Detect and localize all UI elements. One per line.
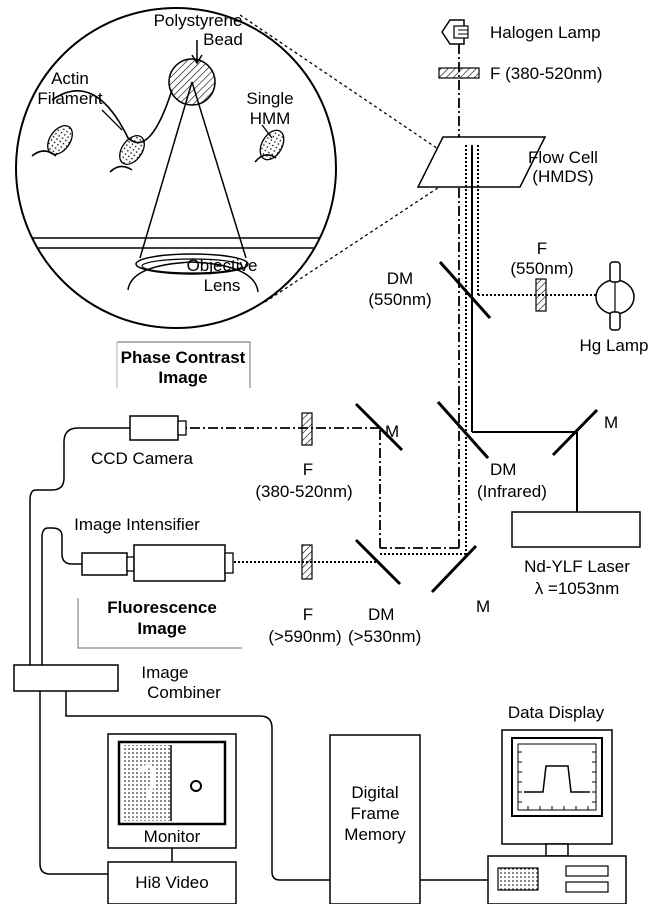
hmm-molecule	[109, 135, 145, 173]
intensifier-cable	[41, 527, 82, 665]
objective-lens-body	[127, 261, 259, 293]
hg-lamp	[595, 261, 635, 331]
dm-530	[354, 538, 402, 586]
combiner-to-memory-cable	[65, 691, 330, 881]
dfm-label-line1: Digital	[351, 783, 398, 802]
image-intensifier-label: Image Intensifier	[74, 515, 200, 534]
mirror-phase	[354, 402, 404, 452]
dm-infrared	[436, 401, 490, 459]
hi8-video-label: Hi8 Video	[135, 873, 208, 892]
flow-cell	[416, 136, 547, 188]
mirror-lower	[430, 544, 478, 594]
dm-550-label-line1: DM	[387, 269, 413, 288]
filter-550-label-line2: (550nm)	[510, 259, 573, 278]
hg-lamp-label: Hg Lamp	[580, 336, 649, 355]
image-combiner	[13, 664, 119, 692]
hmm-label-line1: Single	[246, 89, 293, 108]
image-combiner-label-line2: Combiner	[147, 683, 221, 702]
monitor	[107, 733, 237, 849]
dm-infrared-label-line2: (Infrared)	[477, 482, 547, 501]
digital-frame-memory	[329, 734, 421, 904]
filter-halogen-label: F (380-520nm)	[490, 64, 602, 83]
image-combiner-label-line1: Image	[141, 663, 188, 682]
dm-530-label-line2: (>530nm)	[348, 627, 421, 646]
filter-590-label-line2: (>590nm)	[268, 627, 341, 646]
ccd-camera-label: CCD Camera	[91, 449, 194, 468]
mirror-laser	[551, 408, 599, 457]
hi8-video	[107, 861, 237, 904]
dm-infrared-label-line1: DM	[490, 460, 516, 479]
phase-contrast-label-line1: Phase Contrast	[121, 348, 246, 367]
fluorescence-label-line2: Image	[137, 619, 186, 638]
monitor-label: Monitor	[144, 827, 201, 846]
actin-label-line2: Filament	[37, 89, 102, 108]
data-trace	[524, 765, 590, 793]
hmm-label-line2: HMM	[250, 109, 291, 128]
dm-550	[438, 261, 492, 319]
polystyrene-bead	[168, 58, 216, 106]
hmm-molecule	[31, 125, 73, 157]
ccd-camera	[129, 415, 187, 441]
dm-550-label-line2: (550nm)	[368, 290, 431, 309]
light-cone-left	[139, 81, 193, 259]
dfm-label-line2: Frame	[350, 804, 399, 823]
filter-380-520-label-line2: (380-520nm)	[255, 482, 352, 501]
dm-530-label-line1: DM	[368, 605, 394, 624]
fluorescence-label-line1: Fluorescence	[107, 598, 217, 617]
objective-lens-top	[135, 253, 249, 275]
nd-ylf-laser	[511, 511, 641, 548]
light-cone-right	[191, 81, 247, 259]
objective-label-line1: Objective	[187, 256, 258, 275]
ccd-cable	[29, 427, 130, 665]
mirror-lower-label: M	[476, 597, 490, 616]
data-display-computer	[487, 729, 627, 904]
laser-label-line1: Nd-YLF Laser	[524, 557, 630, 576]
filter-550	[535, 278, 547, 312]
phase-contrast-image-box	[116, 341, 251, 388]
filter-550-label-line1: F	[537, 239, 547, 258]
actin-filament	[51, 89, 173, 144]
mirror-phase-label: M	[385, 422, 399, 441]
flow-cell-label-line2: (HMDS)	[532, 167, 593, 186]
objective-label-line2: Lens	[204, 276, 241, 295]
filter-380-520	[301, 412, 313, 446]
mirror-laser-label: M	[604, 413, 618, 432]
dfm-label-line3: Memory	[344, 825, 406, 844]
filter-380-520-label-line1: F	[303, 460, 313, 479]
bead-label-line1: Polystyrene	[154, 11, 243, 30]
filter-590	[301, 544, 313, 580]
inset-circle	[15, 7, 337, 329]
flow-cell-label-line1: Flow Cell	[528, 148, 598, 167]
data-display-label: Data Display	[508, 703, 605, 722]
laser-label-line2: λ =1053nm	[535, 579, 620, 598]
filter-halogen	[438, 67, 480, 79]
inset-magnified-view: Polystyrene Bead Actin Filament Single H…	[15, 7, 463, 329]
actin-label-line1: Actin	[51, 69, 89, 88]
phase-contrast-label-line2: Image	[158, 368, 207, 387]
halogen-lamp-label: Halogen Lamp	[490, 23, 601, 42]
halogen-lamp	[441, 19, 469, 45]
filter-590-label-line1: F	[303, 605, 313, 624]
fluorescence-image-box	[77, 598, 242, 649]
image-intensifier	[81, 544, 234, 582]
hmm-molecule	[254, 129, 285, 163]
bead-label-line2: Bead	[203, 30, 243, 49]
combiner-to-video-cable	[39, 691, 108, 875]
